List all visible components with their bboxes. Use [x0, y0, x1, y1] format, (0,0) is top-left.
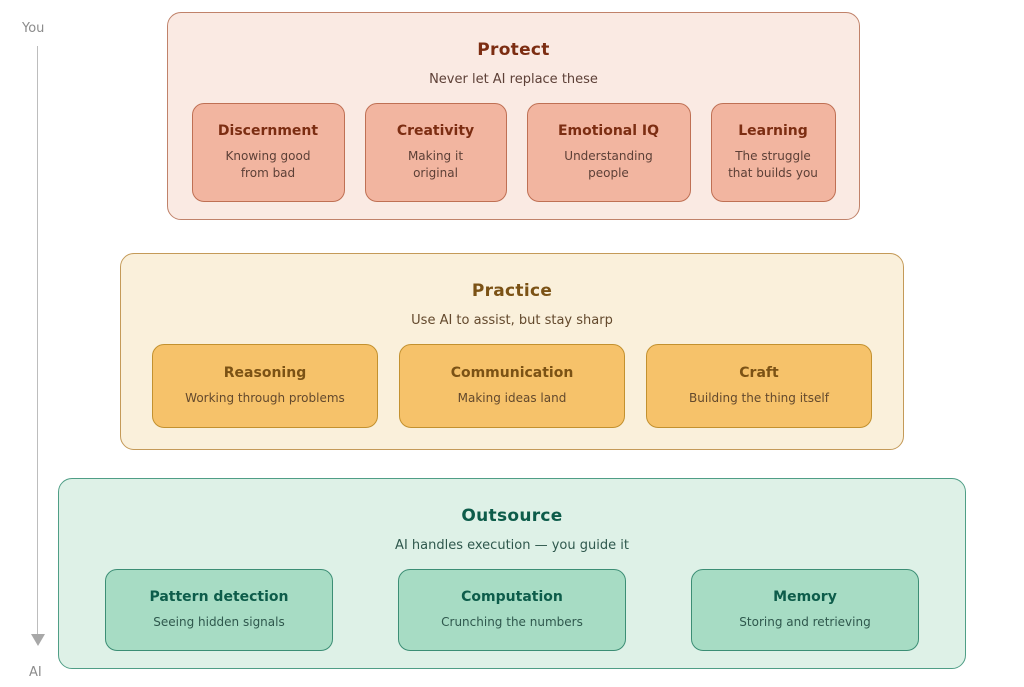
card-title: Pattern detection	[149, 588, 289, 605]
card-title: Computation	[461, 588, 563, 605]
card-pattern-detection: Pattern detection Seeing hidden signals	[105, 569, 333, 651]
card-subtitle: Making ideas land	[457, 390, 567, 405]
card-subtitle: Building the thing itself	[689, 390, 829, 405]
card-subtitle: Making it original	[407, 148, 464, 180]
card-title: Craft	[739, 364, 779, 381]
protect-subtitle: Never let AI replace these	[429, 72, 598, 87]
card-subtitle: The struggle that builds you	[728, 148, 818, 180]
card-title: Creativity	[396, 122, 475, 139]
protect-title: Protect	[477, 40, 550, 60]
card-subtitle: Understanding people	[564, 148, 653, 180]
card-subtitle: Storing and retrieving	[739, 614, 871, 629]
card-subtitle: Crunching the numbers	[441, 614, 583, 629]
card-discernment: Discernment Knowing good from bad	[191, 103, 345, 202]
axis-you-label: You	[22, 21, 45, 36]
section-protect: Protect Never let AI replace these Disce…	[167, 12, 860, 220]
practice-title: Practice	[471, 281, 553, 301]
axis-line	[37, 46, 38, 634]
axis-ai-label: AI	[29, 665, 42, 680]
outsource-subtitle: AI handles execution — you guide it	[395, 538, 629, 553]
card-memory: Memory Storing and retrieving	[691, 569, 919, 651]
card-communication: Communication Making ideas land	[399, 344, 625, 428]
practice-cards-row: Reasoning Working through problems Commu…	[121, 344, 903, 428]
outsource-title: Outsource	[461, 506, 563, 526]
card-computation: Computation Crunching the numbers	[398, 569, 626, 651]
card-subtitle: Seeing hidden signals	[153, 614, 285, 629]
card-title: Discernment	[217, 122, 319, 139]
practice-subtitle: Use AI to assist, but stay sharp	[411, 313, 613, 328]
card-title: Emotional IQ	[557, 122, 660, 139]
card-subtitle: Knowing good from bad	[225, 148, 311, 180]
section-practice: Practice Use AI to assist, but stay shar…	[120, 253, 904, 450]
card-title: Reasoning	[223, 364, 307, 381]
card-emotional-iq: Emotional IQ Understanding people	[526, 103, 691, 202]
card-craft: Craft Building the thing itself	[646, 344, 872, 428]
outsource-cards-row: Pattern detection Seeing hidden signals …	[59, 569, 965, 651]
card-learning: Learning The struggle that builds you	[710, 103, 836, 202]
card-title: Learning	[738, 122, 808, 139]
protect-cards-row: Discernment Knowing good from bad Creati…	[168, 103, 859, 202]
card-title: Memory	[773, 588, 837, 605]
card-subtitle: Working through problems	[185, 390, 345, 405]
section-outsource: Outsource AI handles execution — you gui…	[58, 478, 966, 669]
card-reasoning: Reasoning Working through problems	[152, 344, 378, 428]
card-creativity: Creativity Making it original	[364, 103, 507, 202]
card-title: Communication	[450, 364, 574, 381]
arrow-down-icon	[31, 634, 45, 646]
